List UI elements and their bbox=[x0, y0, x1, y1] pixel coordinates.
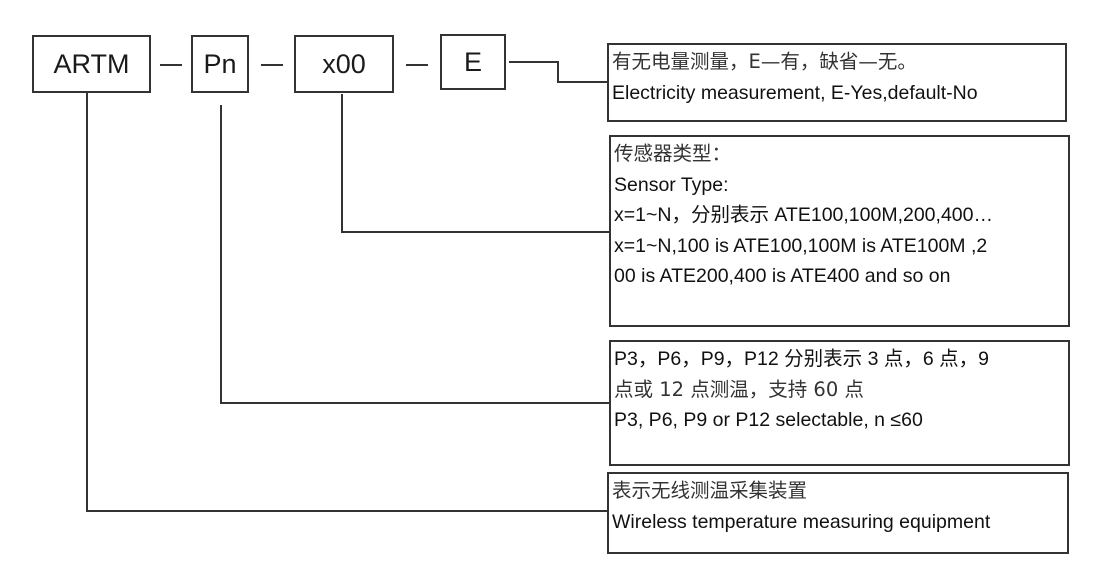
code-box-artm: ARTM bbox=[32, 35, 151, 93]
description-line: Wireless temperature measuring equipment bbox=[612, 510, 991, 533]
description-line: P3，P6，P9，P12 分别表示 3 点，6 点，9 bbox=[614, 348, 989, 370]
description-line: 有无电量测量，E—有，缺省—无。 bbox=[612, 50, 917, 73]
connector-pn bbox=[220, 105, 222, 404]
description-sensor-type: 传感器类型： Sensor Type: x=1~N，分别表示 ATE100,10… bbox=[609, 135, 1070, 327]
separator-dash bbox=[406, 64, 428, 66]
connector-e bbox=[557, 61, 559, 83]
code-label-x00: x00 bbox=[322, 48, 366, 79]
description-line: x=1~N,100 is ATE100,100M is ATE100M ,2 bbox=[614, 234, 988, 257]
code-box-pn: Pn bbox=[191, 35, 249, 93]
description-line: P3, P6, P9 or P12 selectable, n ≤60 bbox=[614, 409, 923, 431]
code-label-artm: ARTM bbox=[53, 48, 130, 79]
connector-artm bbox=[86, 92, 88, 512]
connector-pn bbox=[220, 402, 609, 404]
description-line: Electricity measurement, E-Yes,default-N… bbox=[612, 81, 978, 104]
connector-artm bbox=[86, 510, 607, 512]
description-line: 传感器类型： bbox=[614, 142, 732, 165]
description-line: x=1~N，分别表示 ATE100,100M,200,400… bbox=[614, 204, 993, 226]
description-line: 表示无线测温采集装置 bbox=[612, 479, 808, 502]
connector-x00 bbox=[341, 94, 343, 233]
separator-dash bbox=[160, 64, 182, 66]
code-box-x00: x00 bbox=[294, 35, 394, 93]
connector-e bbox=[557, 81, 609, 83]
separator-dash bbox=[261, 64, 283, 66]
connector-e bbox=[509, 61, 559, 63]
description-line: Sensor Type: bbox=[614, 173, 729, 196]
description-electricity: 有无电量测量，E—有，缺省—无。 Electricity measurement… bbox=[607, 43, 1067, 122]
connector-x00 bbox=[341, 231, 609, 233]
code-label-pn: Pn bbox=[203, 48, 237, 79]
description-points: P3，P6，P9，P12 分别表示 3 点，6 点，9 点或 12 点测温，支持… bbox=[609, 340, 1070, 466]
description-line: 点或 12 点测温，支持 60 点 bbox=[614, 377, 864, 401]
description-line: 00 is ATE200,400 is ATE400 and so on bbox=[614, 265, 951, 287]
code-box-e: E bbox=[440, 34, 506, 90]
code-label-e: E bbox=[463, 46, 482, 77]
description-device: 表示无线测温采集装置 Wireless temperature measurin… bbox=[607, 472, 1069, 554]
